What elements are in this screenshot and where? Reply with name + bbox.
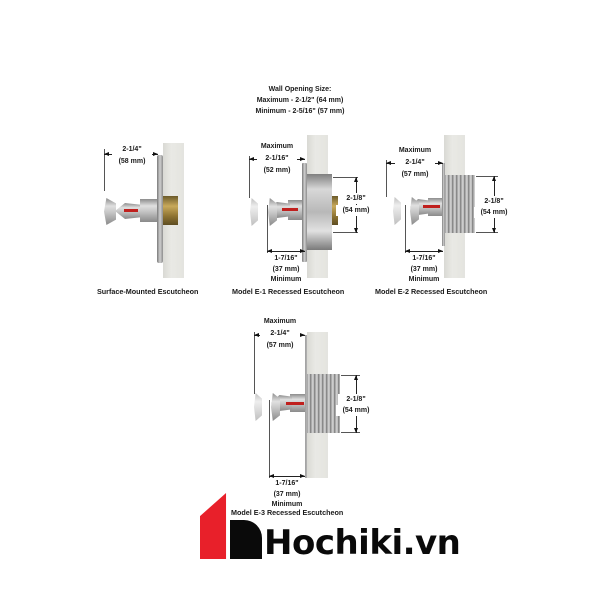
escutcheon-plate xyxy=(157,155,163,263)
caption: Model E-3 Recessed Escutcheon xyxy=(231,508,344,517)
dimension-value: 2-1/16" xyxy=(257,153,297,164)
arrow-left-icon xyxy=(386,161,391,165)
dimension-metric: (37 mm) xyxy=(410,266,438,273)
extension-line xyxy=(333,177,358,178)
extension-line xyxy=(341,375,360,376)
extension-line xyxy=(254,332,255,394)
extension-line xyxy=(269,400,270,478)
dimension-value: 2-1/8" xyxy=(476,196,512,207)
arrow-left-icon xyxy=(269,474,274,478)
dimension-label: Maximum xyxy=(260,143,294,150)
logo-red-shape xyxy=(200,493,227,559)
dimension-metric: (54 mm) xyxy=(474,207,514,218)
arrow-right-icon xyxy=(300,157,305,161)
dimension-value: 2-1/4" xyxy=(395,157,435,168)
extension-line xyxy=(267,205,268,253)
logo-black-d-shape xyxy=(230,520,262,559)
dimension-label: Minimum xyxy=(271,501,303,508)
deflector xyxy=(271,393,280,421)
dimension-line xyxy=(405,251,443,252)
deflector-ghost xyxy=(254,393,262,421)
extension-line xyxy=(386,160,387,197)
arrow-right-icon xyxy=(300,333,305,337)
dimension-line xyxy=(269,476,305,477)
escutcheon-cup xyxy=(306,174,332,250)
wall-opening-title: Wall Opening Size: xyxy=(268,86,332,93)
arrow-left-icon xyxy=(267,249,272,253)
dimension-metric: (54 mm) xyxy=(336,205,376,216)
arrow-up-icon xyxy=(492,176,496,181)
arrow-right-icon xyxy=(438,249,443,253)
dimension-metric: (52 mm) xyxy=(263,167,291,174)
dimension-metric: (57 mm) xyxy=(401,171,429,178)
escutcheon-flange xyxy=(305,335,307,478)
arrow-down-icon xyxy=(492,228,496,233)
extension-line xyxy=(333,232,358,233)
extension-line xyxy=(104,149,105,191)
deflector-ghost xyxy=(250,198,258,226)
dimension-label: Maximum xyxy=(398,147,432,154)
dimension-value: 2-1/8" xyxy=(338,394,374,405)
dimension-value: 1-7/16" xyxy=(274,255,298,262)
dimension-line xyxy=(267,251,305,252)
sprinkler-bulb xyxy=(423,205,440,208)
arrow-right-icon xyxy=(438,161,443,165)
extension-line xyxy=(405,205,406,253)
wall-opening-max: Maximum - 2-1/2" (64 mm) xyxy=(256,97,344,104)
dimension-label: Minimum xyxy=(408,276,440,283)
arrow-left-icon xyxy=(104,152,109,156)
escutcheon-flange xyxy=(302,163,307,262)
dimension-label: Minimum xyxy=(270,276,302,283)
arrow-up-icon xyxy=(354,177,358,182)
extension-line xyxy=(476,232,498,233)
extension-line xyxy=(341,432,360,433)
deflector xyxy=(268,198,277,226)
dimension-metric: (58 mm) xyxy=(118,158,146,165)
wall-opening-min: Minimum - 2-5/16" (57 mm) xyxy=(255,108,345,115)
caption: Surface-Mounted Escutcheon xyxy=(97,287,199,296)
dimension-metric: (37 mm) xyxy=(272,266,300,273)
caption: Model E-2 Recessed Escutcheon xyxy=(375,287,488,296)
dimension-value: 1-7/16" xyxy=(412,255,436,262)
arrow-right-icon xyxy=(153,152,158,156)
arrow-down-icon xyxy=(354,228,358,233)
dimension-value: 2-1/4" xyxy=(112,144,152,155)
dimension-label: Maximum xyxy=(263,318,297,325)
deflector-ghost xyxy=(393,197,401,225)
threaded-escutcheon xyxy=(445,175,475,233)
dimension-metric: (57 mm) xyxy=(266,342,294,349)
sprinkler-body xyxy=(140,199,157,222)
dimension-value: 2-1/8" xyxy=(338,193,374,204)
threaded-escutcheon xyxy=(307,374,340,433)
dimension-value: 1-7/16" xyxy=(275,480,299,487)
caption: Model E-1 Recessed Escutcheon xyxy=(232,287,345,296)
arrow-right-icon xyxy=(300,474,305,478)
arrow-up-icon xyxy=(354,375,358,380)
escutcheon-flange xyxy=(442,163,445,246)
sprinkler-bulb xyxy=(286,402,304,405)
sprinkler-bulb xyxy=(124,209,138,212)
arrow-down-icon xyxy=(354,428,358,433)
dimension-metric: (37 mm) xyxy=(273,491,301,498)
arrow-right-icon xyxy=(300,249,305,253)
extension-line xyxy=(249,156,250,198)
logo-text: Hochiki.vn xyxy=(264,523,461,563)
deflector xyxy=(410,197,419,225)
sprinkler-bulb xyxy=(282,208,298,211)
arrow-left-icon xyxy=(249,157,254,161)
arrow-left-icon xyxy=(405,249,410,253)
arrow-left-icon xyxy=(254,333,259,337)
dimension-metric: (54 mm) xyxy=(336,405,376,416)
dimension-value: 2-1/4" xyxy=(260,328,300,339)
deflector xyxy=(104,198,116,225)
brass-fitting xyxy=(332,196,338,225)
extension-line xyxy=(476,176,498,177)
brass-fitting xyxy=(163,196,178,225)
